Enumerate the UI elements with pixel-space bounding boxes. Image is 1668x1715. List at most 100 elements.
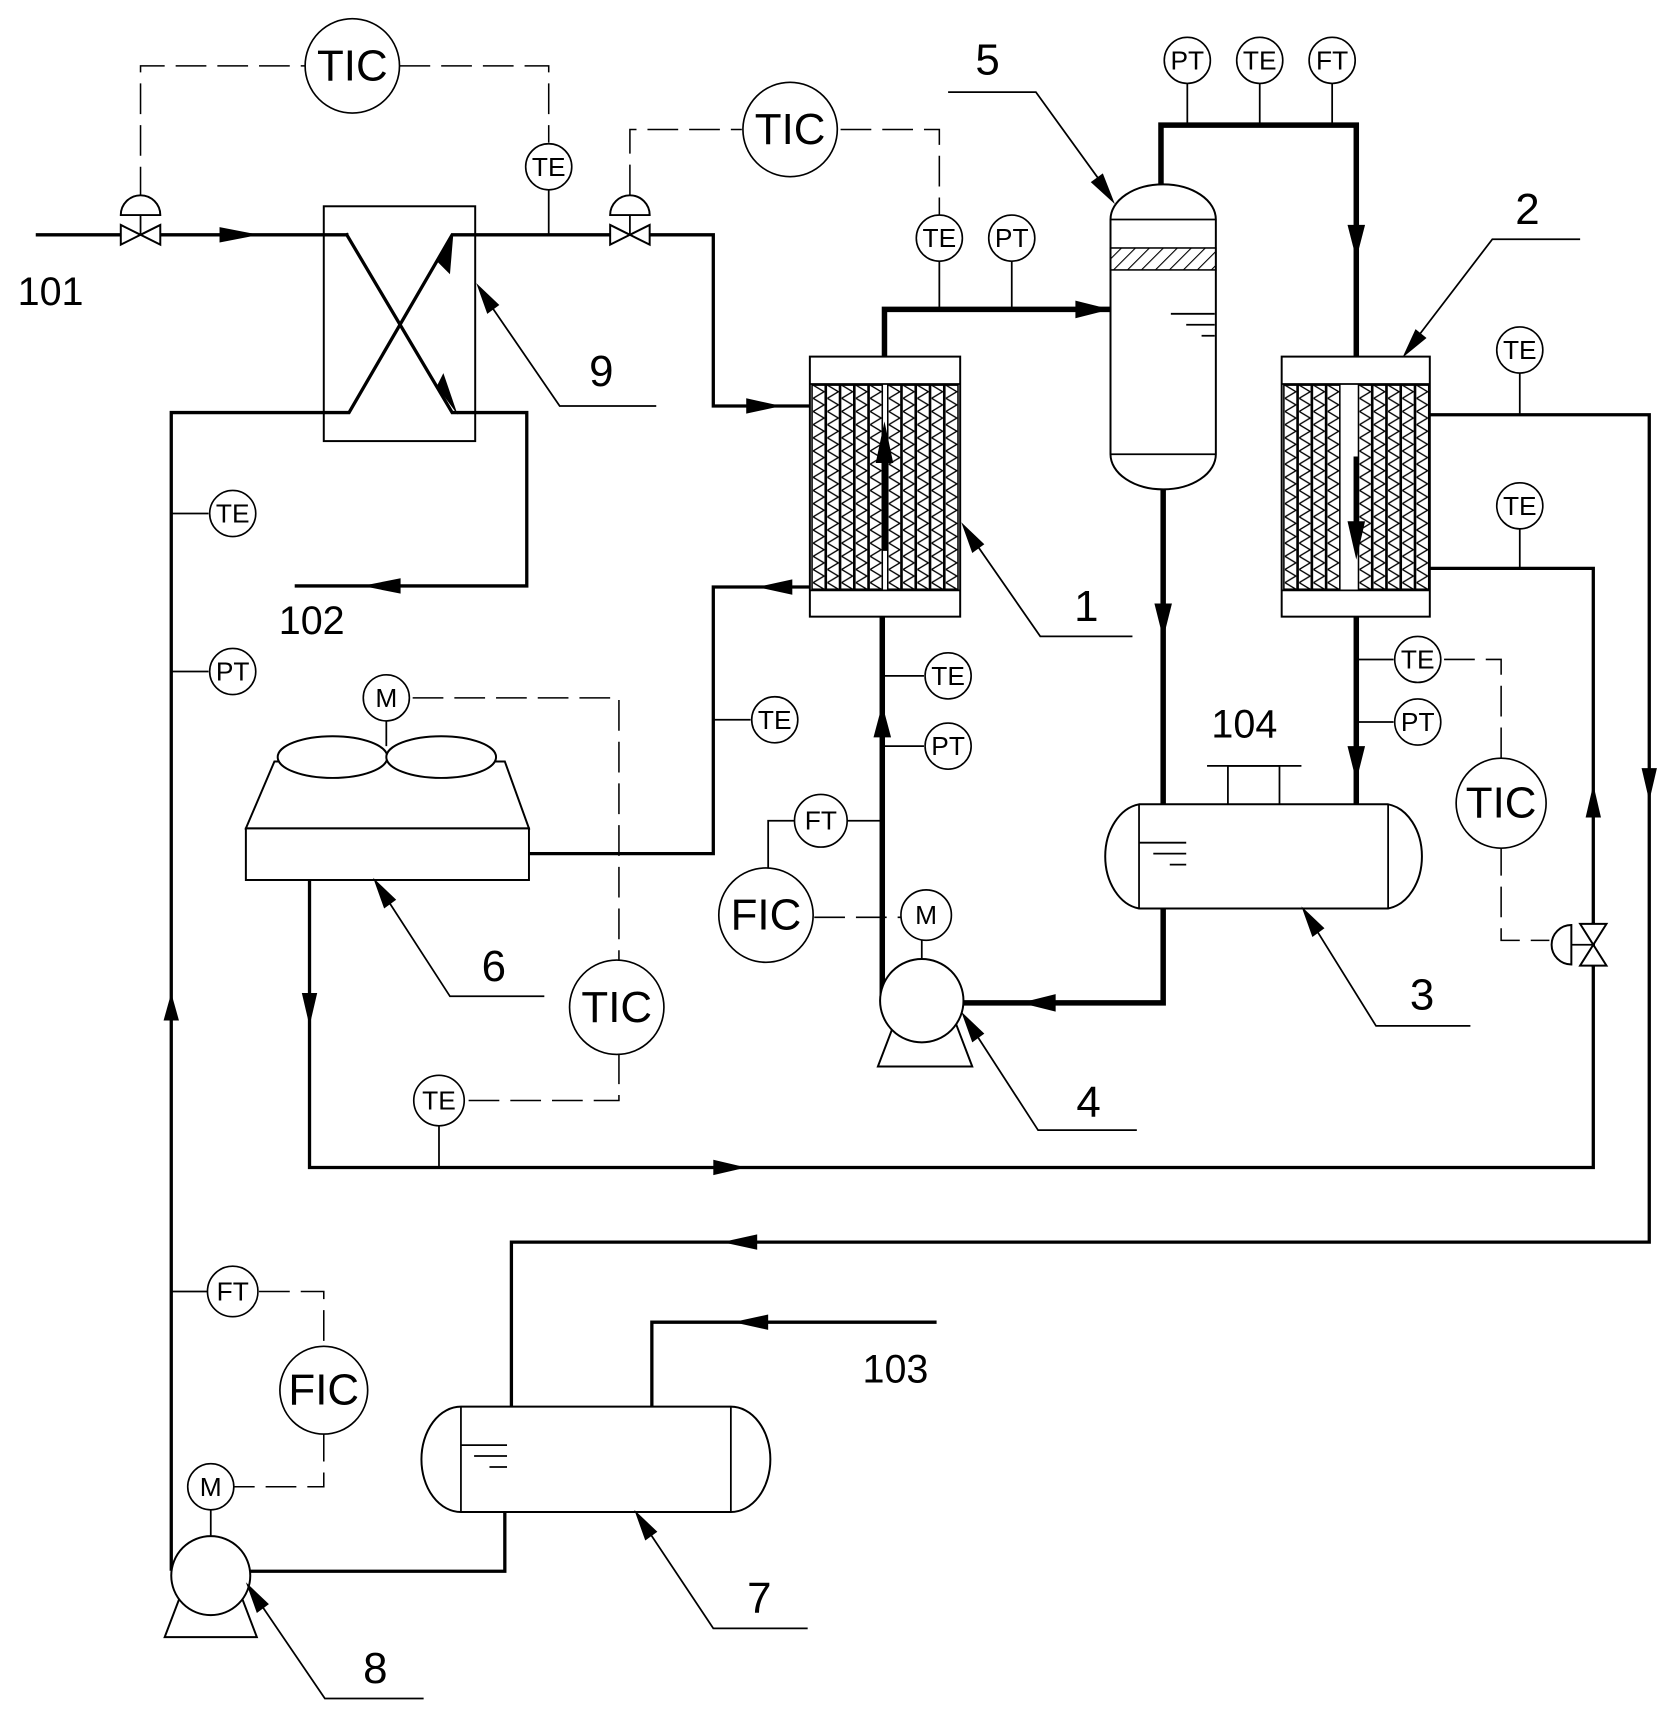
instrument-label: PT	[1401, 707, 1435, 737]
hx1-tubes-right	[886, 384, 959, 590]
cooler-body	[244, 827, 530, 881]
leader-line-2	[1406, 238, 1581, 352]
signal-line	[1444, 658, 1502, 762]
stream-label-103: 103	[862, 1348, 928, 1392]
instrument-te-top-mid[interactable]: TE	[915, 214, 964, 262]
instrument-ft-separator[interactable]: FT	[1308, 36, 1357, 85]
equipment-tag-6: 6	[482, 942, 506, 991]
air-cooler-6[interactable]	[244, 719, 531, 881]
signal-line	[259, 1290, 325, 1350]
instrument-tic-right[interactable]: TIC	[1455, 757, 1547, 849]
hx2-tubes-right	[1357, 384, 1430, 590]
instrument-label: TE	[923, 223, 957, 253]
instrument-bubble	[208, 489, 257, 538]
instrument-pt-hx2-out[interactable]: PT	[1393, 698, 1442, 746]
instrument-bubble	[279, 1345, 369, 1435]
separator-5[interactable]	[1109, 183, 1217, 491]
valve-actuator-icon	[609, 194, 651, 217]
control-valve-feed[interactable]	[119, 194, 162, 247]
flow-arrow	[163, 993, 179, 1021]
instrument-te-hx2-mid[interactable]: TE	[1495, 481, 1544, 530]
motor-cooler-fan[interactable]: M	[362, 673, 411, 722]
instrument-te-hx2-out[interactable]: TE	[1393, 635, 1442, 684]
instrument-label: M	[375, 683, 397, 713]
leader-line-5	[948, 91, 1112, 196]
instrument-label: FT	[217, 1276, 249, 1306]
instrument-bubble	[717, 867, 814, 964]
tank-3[interactable]	[1104, 765, 1423, 910]
flow-arrow	[1347, 746, 1366, 782]
flow-arrow	[219, 227, 260, 243]
flow-arrow	[873, 704, 892, 738]
instrument-pt-separator[interactable]: PT	[1163, 36, 1212, 85]
leader-line-1	[964, 528, 1133, 638]
heat-exchanger-1[interactable]	[808, 355, 962, 618]
instrument-pt-hx1-in[interactable]: PT	[924, 722, 972, 770]
instrument-label: TE	[216, 499, 250, 529]
pump-4[interactable]	[876, 934, 974, 1068]
instrument-te-bottom-loop[interactable]: TE	[412, 1074, 466, 1127]
flow-arrow	[746, 398, 782, 414]
instrument-tic-top-mid[interactable]: TIC	[742, 81, 839, 178]
flow-arrow	[436, 373, 458, 415]
signal-line	[465, 1053, 620, 1102]
instrument-taps	[171, 83, 1521, 1293]
instrument-te-hx1-in[interactable]: TE	[924, 652, 972, 700]
equipment-tag-2: 2	[1515, 185, 1539, 234]
instrument-bubble	[924, 722, 972, 770]
instrument-te-hx2-top[interactable]: TE	[1495, 326, 1544, 374]
pipe-hx2-to-tank7	[509, 413, 1651, 1409]
instrument-bubble	[750, 695, 799, 744]
instrument-fic-pump8[interactable]: FIC	[279, 1345, 369, 1435]
valve-body-icon	[1578, 942, 1609, 967]
instrument-te-left-riser[interactable]: TE	[208, 489, 257, 538]
valve-actuator-icon	[1550, 923, 1573, 966]
stream-label-102: 102	[279, 599, 345, 643]
leader-line-4	[964, 1017, 1137, 1132]
valve-body-icon	[627, 223, 651, 247]
instrument-tic-cooler[interactable]: TIC	[568, 959, 665, 1056]
cooler-hood	[244, 760, 531, 830]
instrument-label: TE	[931, 661, 965, 691]
instrument-tic-top-left[interactable]: TIC	[304, 17, 401, 114]
instrument-bubble	[1235, 36, 1284, 85]
heat-exchanger-2[interactable]	[1280, 355, 1431, 618]
instrument-bubble	[1495, 326, 1544, 374]
leader-arrowhead	[961, 522, 985, 554]
leader-line-3	[1305, 912, 1471, 1027]
tank3-shell	[1104, 803, 1423, 910]
instrument-ft-pump8[interactable]: FT	[206, 1265, 259, 1318]
pump-8[interactable]	[163, 1507, 259, 1639]
control-valve-hx1-feed[interactable]	[609, 194, 651, 247]
instrument-pt-top-mid[interactable]: PT	[987, 214, 1036, 262]
instrument-label: M	[915, 900, 937, 930]
pipe-tank7-to-pump8	[206, 1510, 507, 1573]
instrument-label: FIC	[288, 1366, 359, 1415]
equipment-tag-9: 9	[589, 347, 613, 396]
instrument-pt-left-riser[interactable]: PT	[208, 647, 257, 696]
instrument-te-separator[interactable]: TE	[1235, 36, 1284, 85]
motor-pump8[interactable]: M	[186, 1462, 235, 1511]
leader-lines	[245, 91, 1581, 1700]
instrument-te-top-left[interactable]: TE	[524, 142, 573, 191]
instrument-label: PT	[995, 223, 1029, 253]
valve-body-icon	[609, 223, 633, 247]
pipe-103-feed	[650, 1320, 937, 1409]
instrument-fic-pump4[interactable]: FIC	[717, 867, 814, 964]
stream-label-104: 104	[1211, 702, 1277, 746]
motor-icon	[900, 889, 953, 942]
tank-7[interactable]	[420, 1405, 772, 1513]
motor-pump4[interactable]: M	[900, 889, 953, 942]
instrument-label: PT	[931, 731, 965, 761]
valve-body-icon	[138, 223, 162, 247]
signal-line	[1500, 844, 1550, 942]
control-valve-right[interactable]	[1550, 922, 1609, 967]
instrument-label: TIC	[755, 105, 826, 154]
instrument-ft-pump4[interactable]: FT	[793, 793, 848, 848]
instrument-bubble	[924, 652, 972, 700]
valve-actuator-icon	[119, 194, 162, 217]
instrument-label: TIC	[581, 983, 652, 1032]
instrument-te-cooler-out[interactable]: TE	[750, 695, 799, 744]
heat-exchanger-9[interactable]	[322, 205, 477, 443]
equipment-tag-7: 7	[747, 1574, 771, 1623]
